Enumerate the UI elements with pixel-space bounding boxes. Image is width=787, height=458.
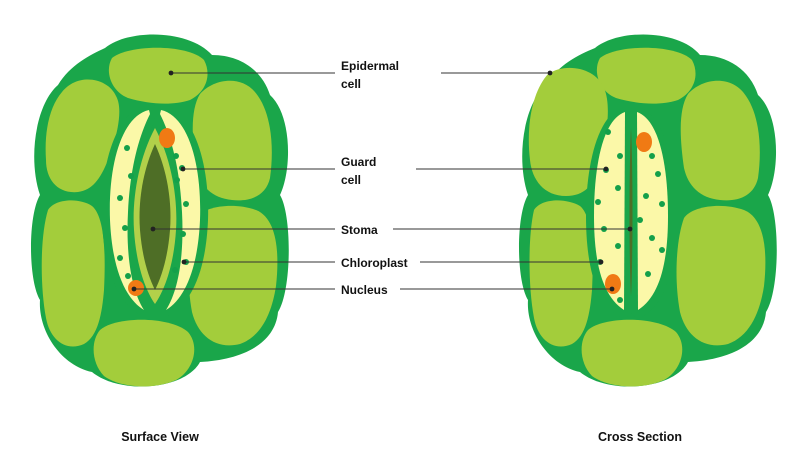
label-stoma: Stoma xyxy=(341,223,378,237)
surface-view-figure xyxy=(31,34,289,387)
cross-chloroplast xyxy=(617,297,623,303)
cross-chloroplast xyxy=(645,271,651,277)
cross-chloroplast xyxy=(649,153,655,159)
surface-epidermal-cell-lower-right xyxy=(188,205,278,346)
pointer-dot xyxy=(598,259,604,265)
cross-epidermal-cell-upper-right xyxy=(680,80,760,201)
cross-guard-cell-right-fill xyxy=(637,112,668,310)
surface-nucleus-top xyxy=(159,128,175,148)
cross-epidermal-cell-bottom xyxy=(581,319,683,387)
cross-chloroplast xyxy=(615,243,621,249)
cross-stoma-slit xyxy=(629,128,633,296)
surface-chloroplast xyxy=(125,273,131,279)
pointer-dot xyxy=(168,70,174,76)
cross-chloroplast xyxy=(617,153,623,159)
labels: Epidermal cell Guard cell Stoma Chloropl… xyxy=(341,59,408,297)
surface-stoma-pore xyxy=(139,144,171,290)
cross-epidermal-cell-lower-left xyxy=(529,200,593,347)
label-epidermal-cell-line1: Epidermal xyxy=(341,59,399,73)
cross-chloroplast xyxy=(659,247,665,253)
cross-epidermal-cell-top xyxy=(596,47,696,104)
surface-chloroplast xyxy=(172,267,178,273)
pointer-dot xyxy=(181,259,187,265)
surface-chloroplast xyxy=(117,255,123,261)
surface-epidermal-cell-top xyxy=(108,47,208,104)
cross-section-figure xyxy=(519,34,777,387)
cross-chloroplast xyxy=(595,199,601,205)
pointer-dot xyxy=(609,286,615,292)
surface-epidermal-cell-lower-left xyxy=(41,200,105,347)
cross-epidermal-cell-lower-right xyxy=(676,205,766,346)
pointer-dot xyxy=(603,166,609,172)
cross-nucleus-top xyxy=(636,132,652,152)
surface-chloroplast xyxy=(122,225,128,231)
surface-chloroplast xyxy=(183,201,189,207)
surface-chloroplast xyxy=(128,173,134,179)
caption-surface-view: Surface View xyxy=(121,430,199,444)
cross-chloroplast xyxy=(649,235,655,241)
pointer-dot xyxy=(180,166,186,172)
caption-cross-section: Cross Section xyxy=(598,430,682,444)
pointer-dot xyxy=(150,226,156,232)
cross-chloroplast xyxy=(643,193,649,199)
surface-epidermal-cell-bottom xyxy=(93,319,195,387)
surface-chloroplast xyxy=(180,231,186,237)
surface-chloroplast xyxy=(117,195,123,201)
surface-chloroplast xyxy=(124,145,130,151)
pointer-dot xyxy=(131,286,137,292)
label-guard-cell-line1: Guard xyxy=(341,155,376,169)
surface-epidermal-cell-upper-left xyxy=(45,79,120,193)
label-chloroplast: Chloroplast xyxy=(341,256,408,270)
cross-epidermal-cell-upper-left xyxy=(528,67,608,196)
surface-chloroplast xyxy=(174,177,180,183)
cross-chloroplast xyxy=(615,185,621,191)
cross-chloroplast xyxy=(637,217,643,223)
surface-epidermal-cell-upper-right xyxy=(192,80,272,201)
surface-guard-cell-right-fill xyxy=(160,110,201,310)
leader-lines xyxy=(131,70,633,292)
label-nucleus: Nucleus xyxy=(341,283,388,297)
cross-chloroplast xyxy=(605,129,611,135)
surface-chloroplast xyxy=(173,153,179,159)
label-epidermal-cell-line2: cell xyxy=(341,77,361,91)
cross-chloroplast xyxy=(655,171,661,177)
pointer-dot xyxy=(547,70,553,76)
pointer-dot xyxy=(627,226,633,232)
cross-chloroplast xyxy=(659,201,665,207)
label-guard-cell-line2: cell xyxy=(341,173,361,187)
